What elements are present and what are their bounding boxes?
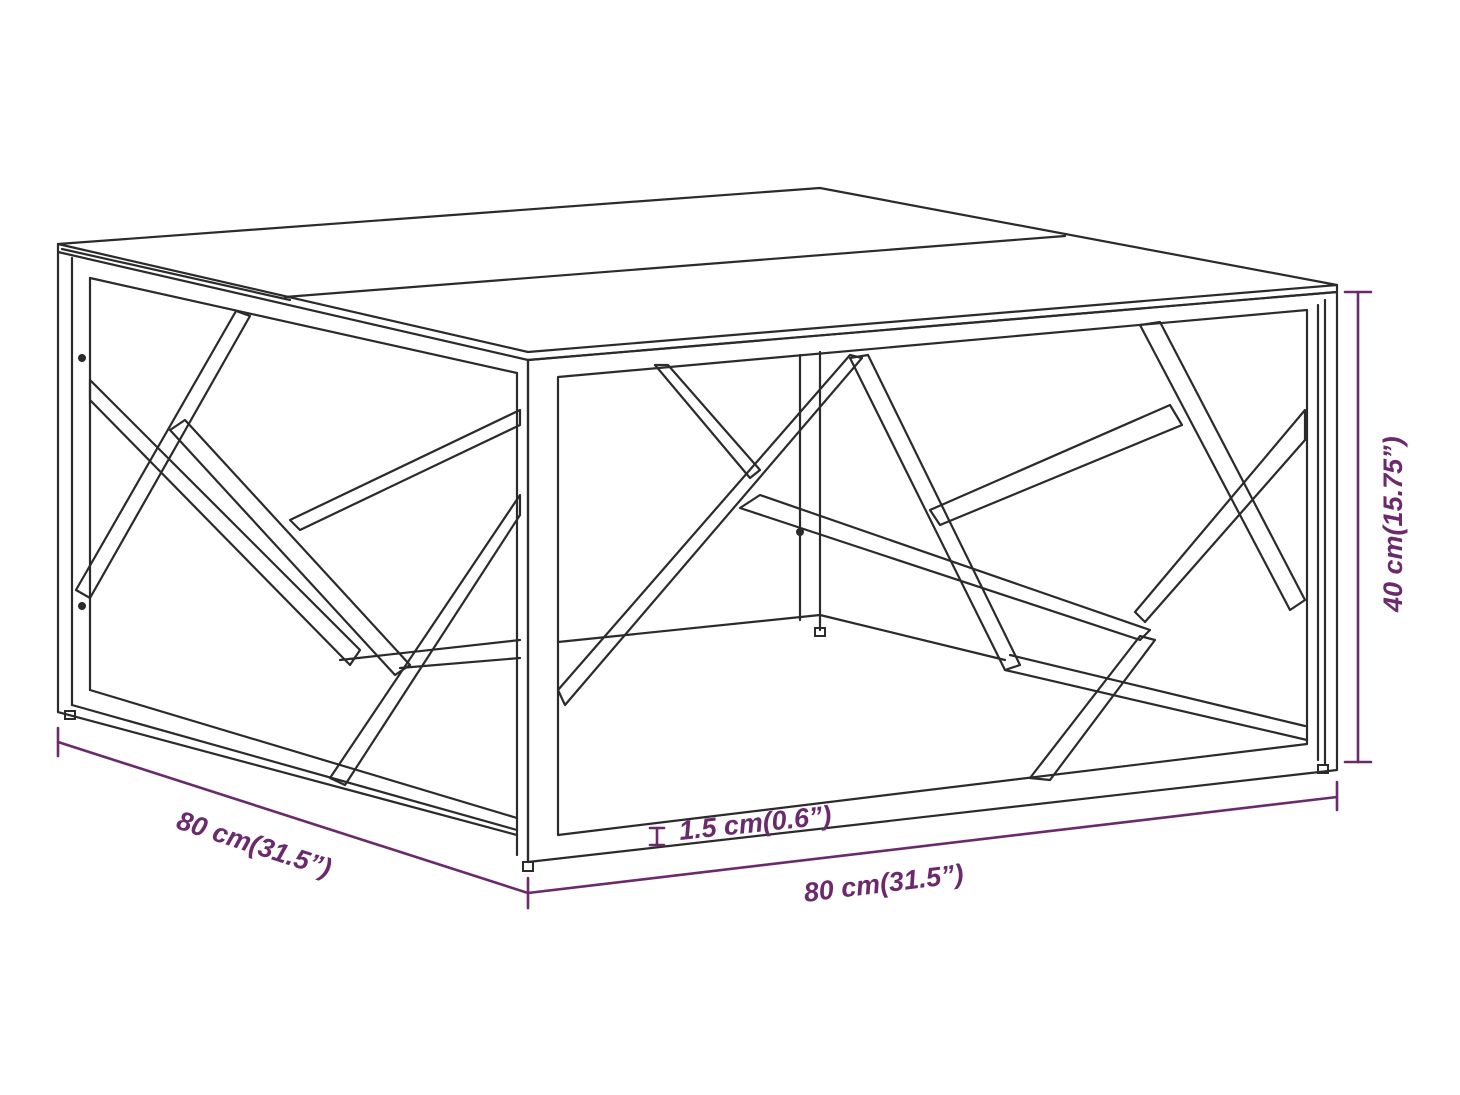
front-frame (522, 290, 1339, 872)
top-thickness-label: 1.5 cm(0.6”) (677, 800, 832, 846)
height-label: 40 cm(15.75”) (1378, 436, 1408, 613)
height-dimension: 40 cm(15.75”) (1343, 290, 1408, 764)
width-label: 80 cm(31.5”) (802, 859, 965, 908)
top-thickness-dimension: 1.5 cm(0.6”) (648, 800, 833, 847)
depth-label: 80 cm(31.5”) (173, 805, 335, 883)
